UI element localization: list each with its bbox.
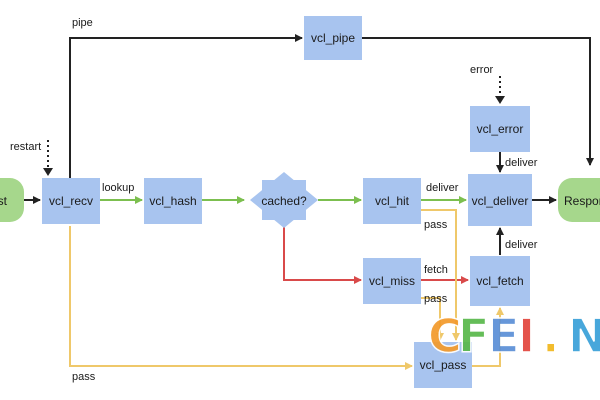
watermark-letter: F xyxy=(458,309,489,363)
cached-decision-body xyxy=(262,180,306,220)
label-deliver-hit: deliver xyxy=(426,182,459,194)
vcl-recv-node xyxy=(42,178,100,224)
watermark-letter: C xyxy=(428,309,462,363)
edge-recv-to-pipe xyxy=(69,34,303,178)
edge-miss-pass xyxy=(421,297,444,341)
watermark-letter: E xyxy=(598,309,600,363)
vcl-hit-node xyxy=(363,178,421,224)
response-node xyxy=(558,178,600,222)
vcl-recv-label: vcl_recv xyxy=(49,194,93,208)
vcl-pipe-label: vcl_pipe xyxy=(311,31,355,45)
label-pass-bottom: pass xyxy=(72,371,96,383)
edge-cached-to-miss xyxy=(283,226,362,284)
request-node xyxy=(0,178,24,222)
label-pass-miss: pass xyxy=(424,293,448,305)
vcl-miss-label: vcl_miss xyxy=(369,274,415,288)
label-deliver-fetch: deliver xyxy=(505,239,538,251)
vcl-hash-node xyxy=(144,178,202,224)
label-fetch: fetch xyxy=(424,264,448,276)
cached-label: cached? xyxy=(261,194,307,208)
edge-hit-pass-down xyxy=(421,209,460,341)
vcl-miss-node xyxy=(363,258,421,304)
vcl-fetch-node xyxy=(470,256,530,306)
vcl-pass-node xyxy=(414,342,472,388)
request-label: est xyxy=(0,194,8,208)
watermark-letter: I xyxy=(518,309,535,363)
vcl-pass-label: vcl_pass xyxy=(420,358,467,372)
watermark-letter: . xyxy=(542,309,559,363)
label-lookup: lookup xyxy=(102,182,134,194)
vcl-fetch-label: vcl_fetch xyxy=(476,274,523,288)
edge-pipe-to-response xyxy=(362,37,594,166)
edge-pass-to-fetch xyxy=(472,307,504,367)
label-restart: restart xyxy=(10,141,41,153)
vcl-deliver-label: vcl_deliver xyxy=(472,194,529,208)
vcl-pipe-node xyxy=(304,16,362,60)
label-pass-hit: pass xyxy=(424,219,448,231)
vcl-hit-label: vcl_hit xyxy=(375,194,410,208)
vcl-error-label: vcl_error xyxy=(477,122,524,136)
edge-recv-to-pass xyxy=(69,226,413,370)
label-error: error xyxy=(470,64,494,76)
label-deliver-error: deliver xyxy=(505,157,538,169)
vcl-error-node xyxy=(470,106,530,152)
error-arrowhead xyxy=(495,96,505,104)
vcl-deliver-node xyxy=(468,174,532,226)
watermark-letter: N xyxy=(568,309,600,363)
response-label: Respon xyxy=(564,194,600,208)
vcl-hash-label: vcl_hash xyxy=(149,194,196,208)
label-pipe: pipe xyxy=(72,17,93,29)
restart-arrowhead xyxy=(43,168,53,176)
watermark-letter: E xyxy=(488,309,519,363)
